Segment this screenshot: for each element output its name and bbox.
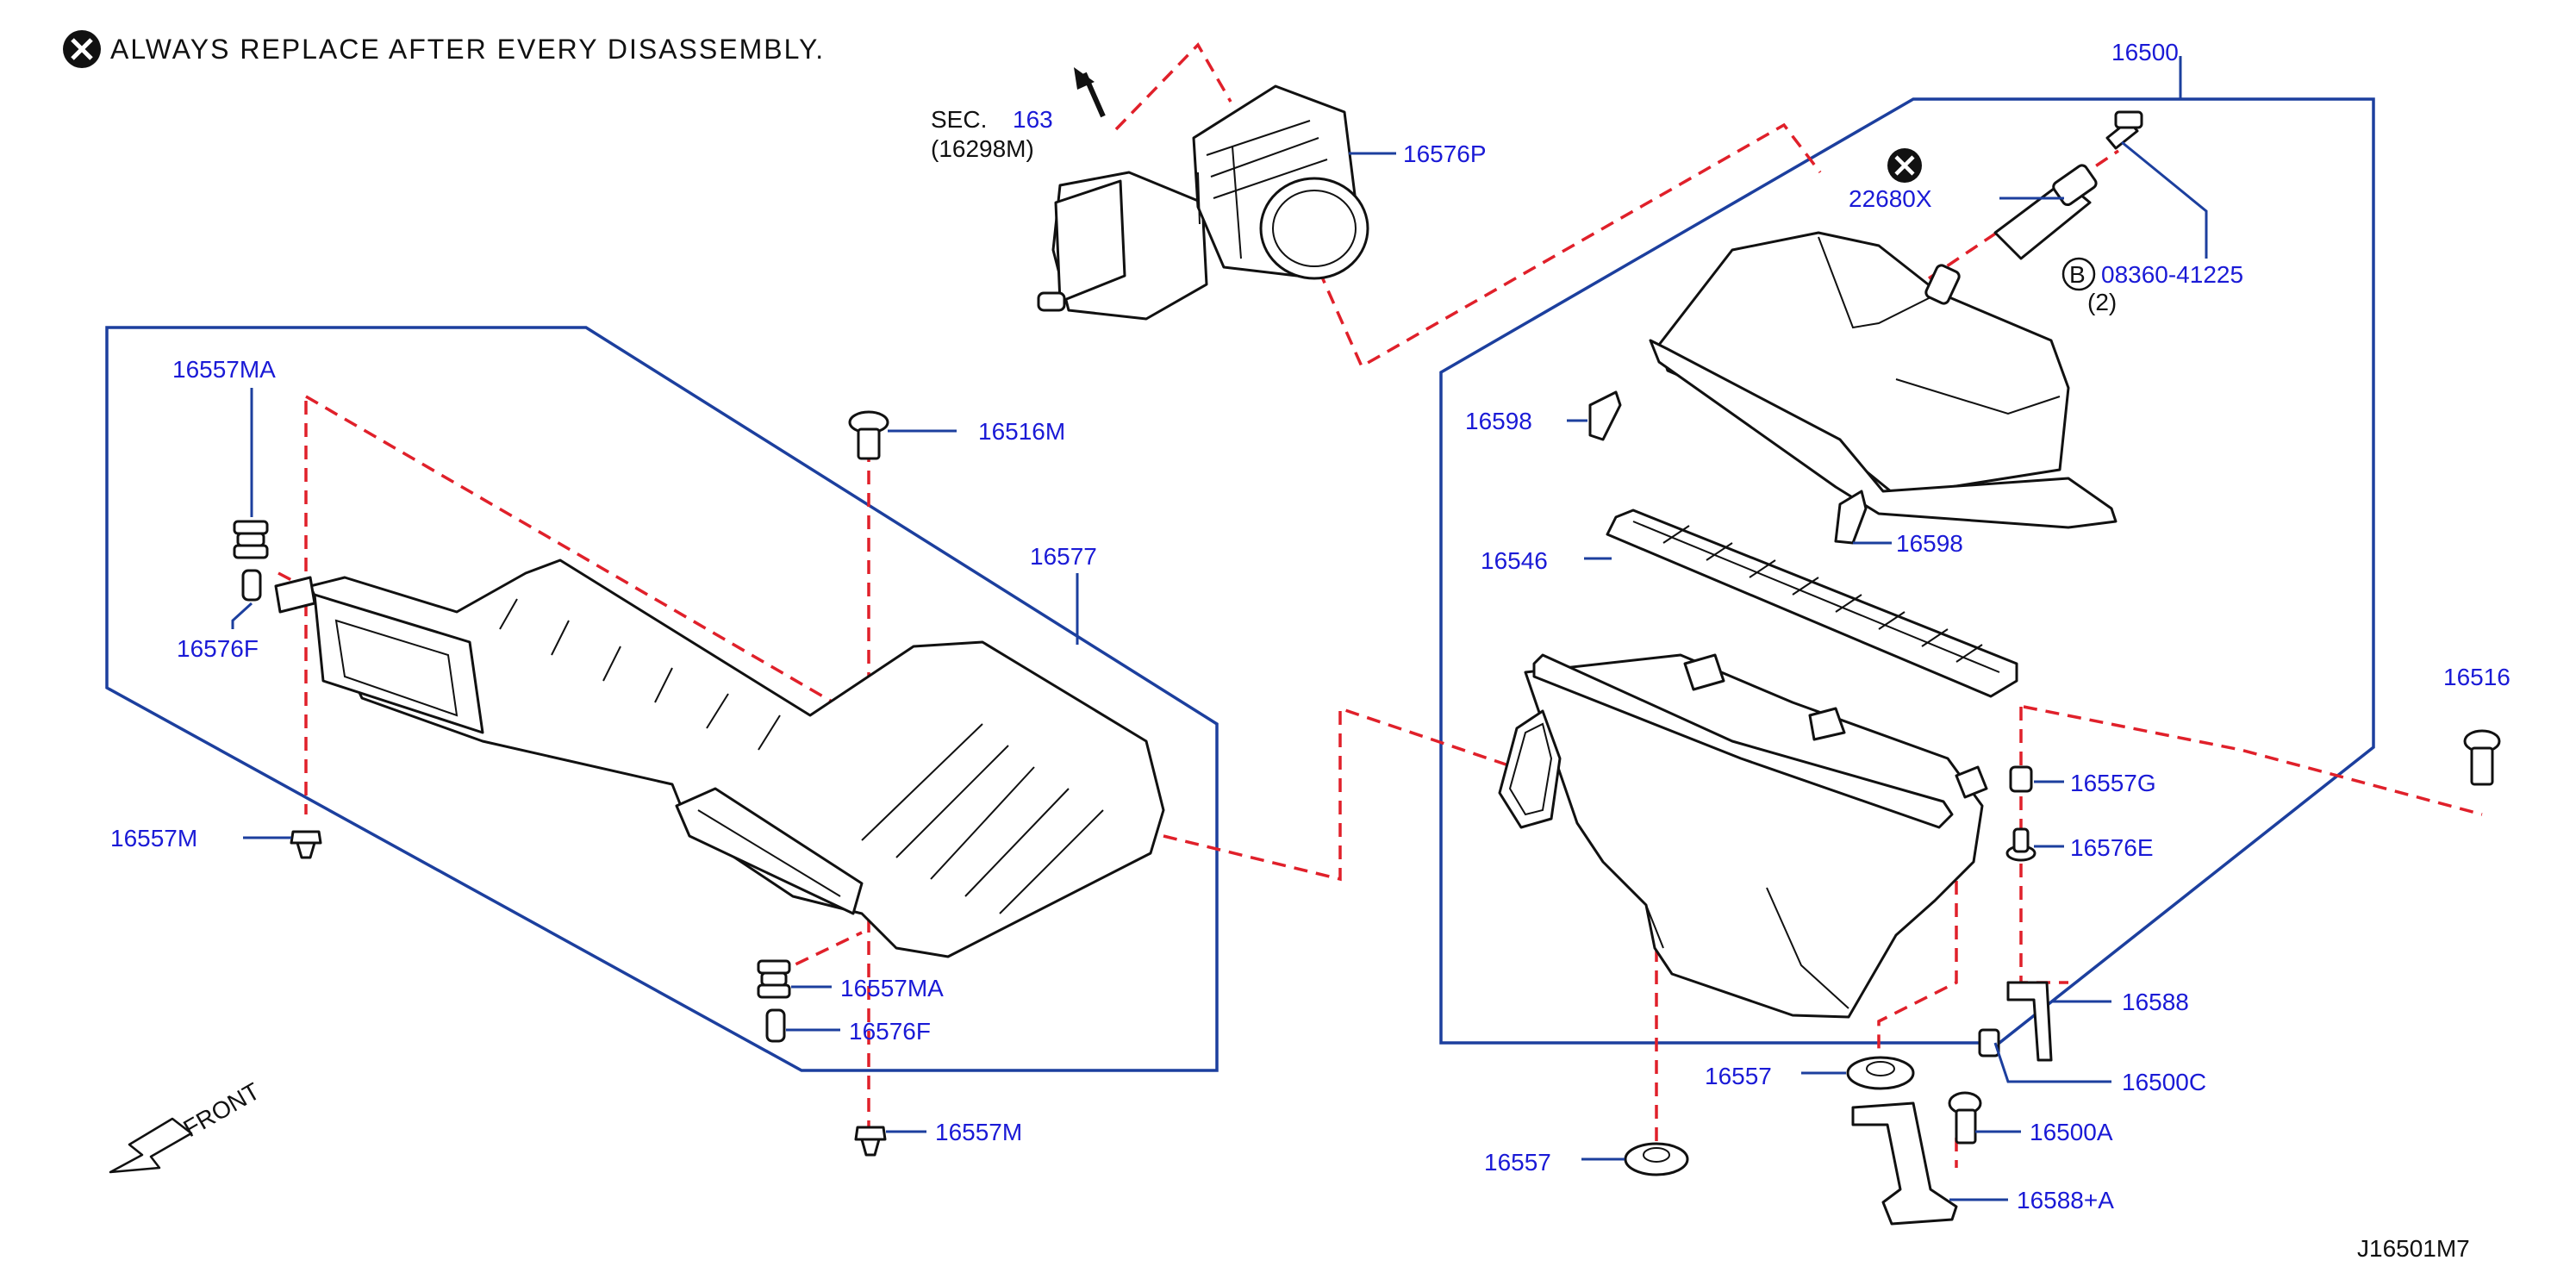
replace-note-text: ALWAYS REPLACE AFTER EVERY DISASSEMBLY.	[110, 34, 825, 65]
label-16500C: 16500C	[2122, 1069, 2206, 1095]
air-cleaner-case	[1498, 653, 1988, 1019]
label-16557-right: 16557	[1705, 1063, 1772, 1089]
bolt-16516M	[848, 410, 889, 460]
front-indicator: FRONT	[109, 1077, 265, 1174]
maf-duct-assembly	[1037, 84, 1369, 321]
label-16500: 16500	[2111, 39, 2179, 66]
label-sec-part: (16298M)	[931, 135, 1034, 162]
resonator-duct	[274, 558, 1165, 958]
bolt-symbol-icon	[2061, 257, 2096, 291]
bracket-16588	[2006, 981, 2053, 1062]
label-sec-number: 163	[1013, 106, 1053, 133]
label-22680X: 22680X	[1849, 185, 1932, 212]
bolt-16516	[2463, 729, 2501, 786]
label-16557MA-bottom: 16557MA	[840, 975, 944, 1001]
diagram-code: J16501M7	[2357, 1235, 2470, 1262]
label-08360-41225: 08360-41225	[2101, 261, 2243, 288]
grommet-16557G	[2009, 765, 2033, 793]
clip-16598-upper	[1588, 390, 1622, 441]
bushing-16576E	[2005, 827, 2036, 862]
label-16557-lower: 16557	[1484, 1149, 1551, 1176]
grommet-16557MA-top	[233, 520, 269, 559]
label-16516M: 16516M	[978, 418, 1065, 445]
air-filter-element	[1606, 508, 2018, 698]
label-16576P: 16576P	[1403, 140, 1487, 167]
label-bolt-symbol: B	[2069, 261, 2086, 288]
bolt-16500A	[1948, 1091, 1982, 1145]
label-16588A: 16588+A	[2017, 1187, 2114, 1213]
label-16557M-bottom: 16557M	[935, 1119, 1022, 1145]
label-16546: 16546	[1481, 547, 1548, 574]
screw-08360	[2105, 110, 2143, 150]
label-08360-qty: (2)	[2087, 289, 2117, 315]
left-assembly-frame	[105, 326, 1219, 1072]
label-16576F-bottom: 16576F	[849, 1018, 931, 1045]
maf-sensor	[1993, 164, 2098, 260]
leader-lines	[231, 56, 2208, 1201]
label-16576E: 16576E	[2070, 834, 2154, 861]
front-label: FRONT	[179, 1077, 265, 1142]
part-labels: SEC. 163 (16298M) 16576P 16500 22680X B …	[110, 39, 2511, 1213]
mount-16557-lower	[1624, 1142, 1689, 1176]
label-16557M-left: 16557M	[110, 825, 197, 852]
label-16557MA-top: 16557MA	[172, 356, 276, 383]
label-sec-prefix: SEC.	[931, 106, 987, 133]
bushing-16576F-left	[241, 569, 262, 602]
label-16557G: 16557G	[2070, 770, 2156, 796]
bushing-16576F-bottom	[765, 1008, 786, 1043]
label-16576F-left: 16576F	[177, 635, 259, 662]
label-16598-upper: 16598	[1465, 408, 1532, 434]
mount-16557-right	[1846, 1056, 1915, 1090]
label-16516: 16516	[2443, 664, 2511, 690]
section-arrowhead-icon	[1074, 67, 1095, 90]
clip-16598-lower	[1834, 490, 1868, 545]
air-cleaner-cover	[1649, 231, 2118, 529]
label-16500A: 16500A	[2030, 1119, 2113, 1145]
label-16577: 16577	[1030, 543, 1097, 570]
front-arrow-icon	[109, 1117, 193, 1174]
right-assembly-frame	[1439, 97, 2375, 1045]
label-16588: 16588	[2122, 989, 2189, 1015]
bracket-16588A	[1851, 1101, 1958, 1226]
nut-16500C	[1978, 1028, 2000, 1058]
clip-16557M-left	[290, 830, 322, 859]
grommet-16557MA-bottom	[757, 959, 791, 999]
replace-note: ALWAYS REPLACE AFTER EVERY DISASSEMBLY.	[63, 30, 825, 68]
label-16598-lower: 16598	[1896, 530, 1963, 557]
clip-16557M-bottom	[854, 1126, 887, 1157]
